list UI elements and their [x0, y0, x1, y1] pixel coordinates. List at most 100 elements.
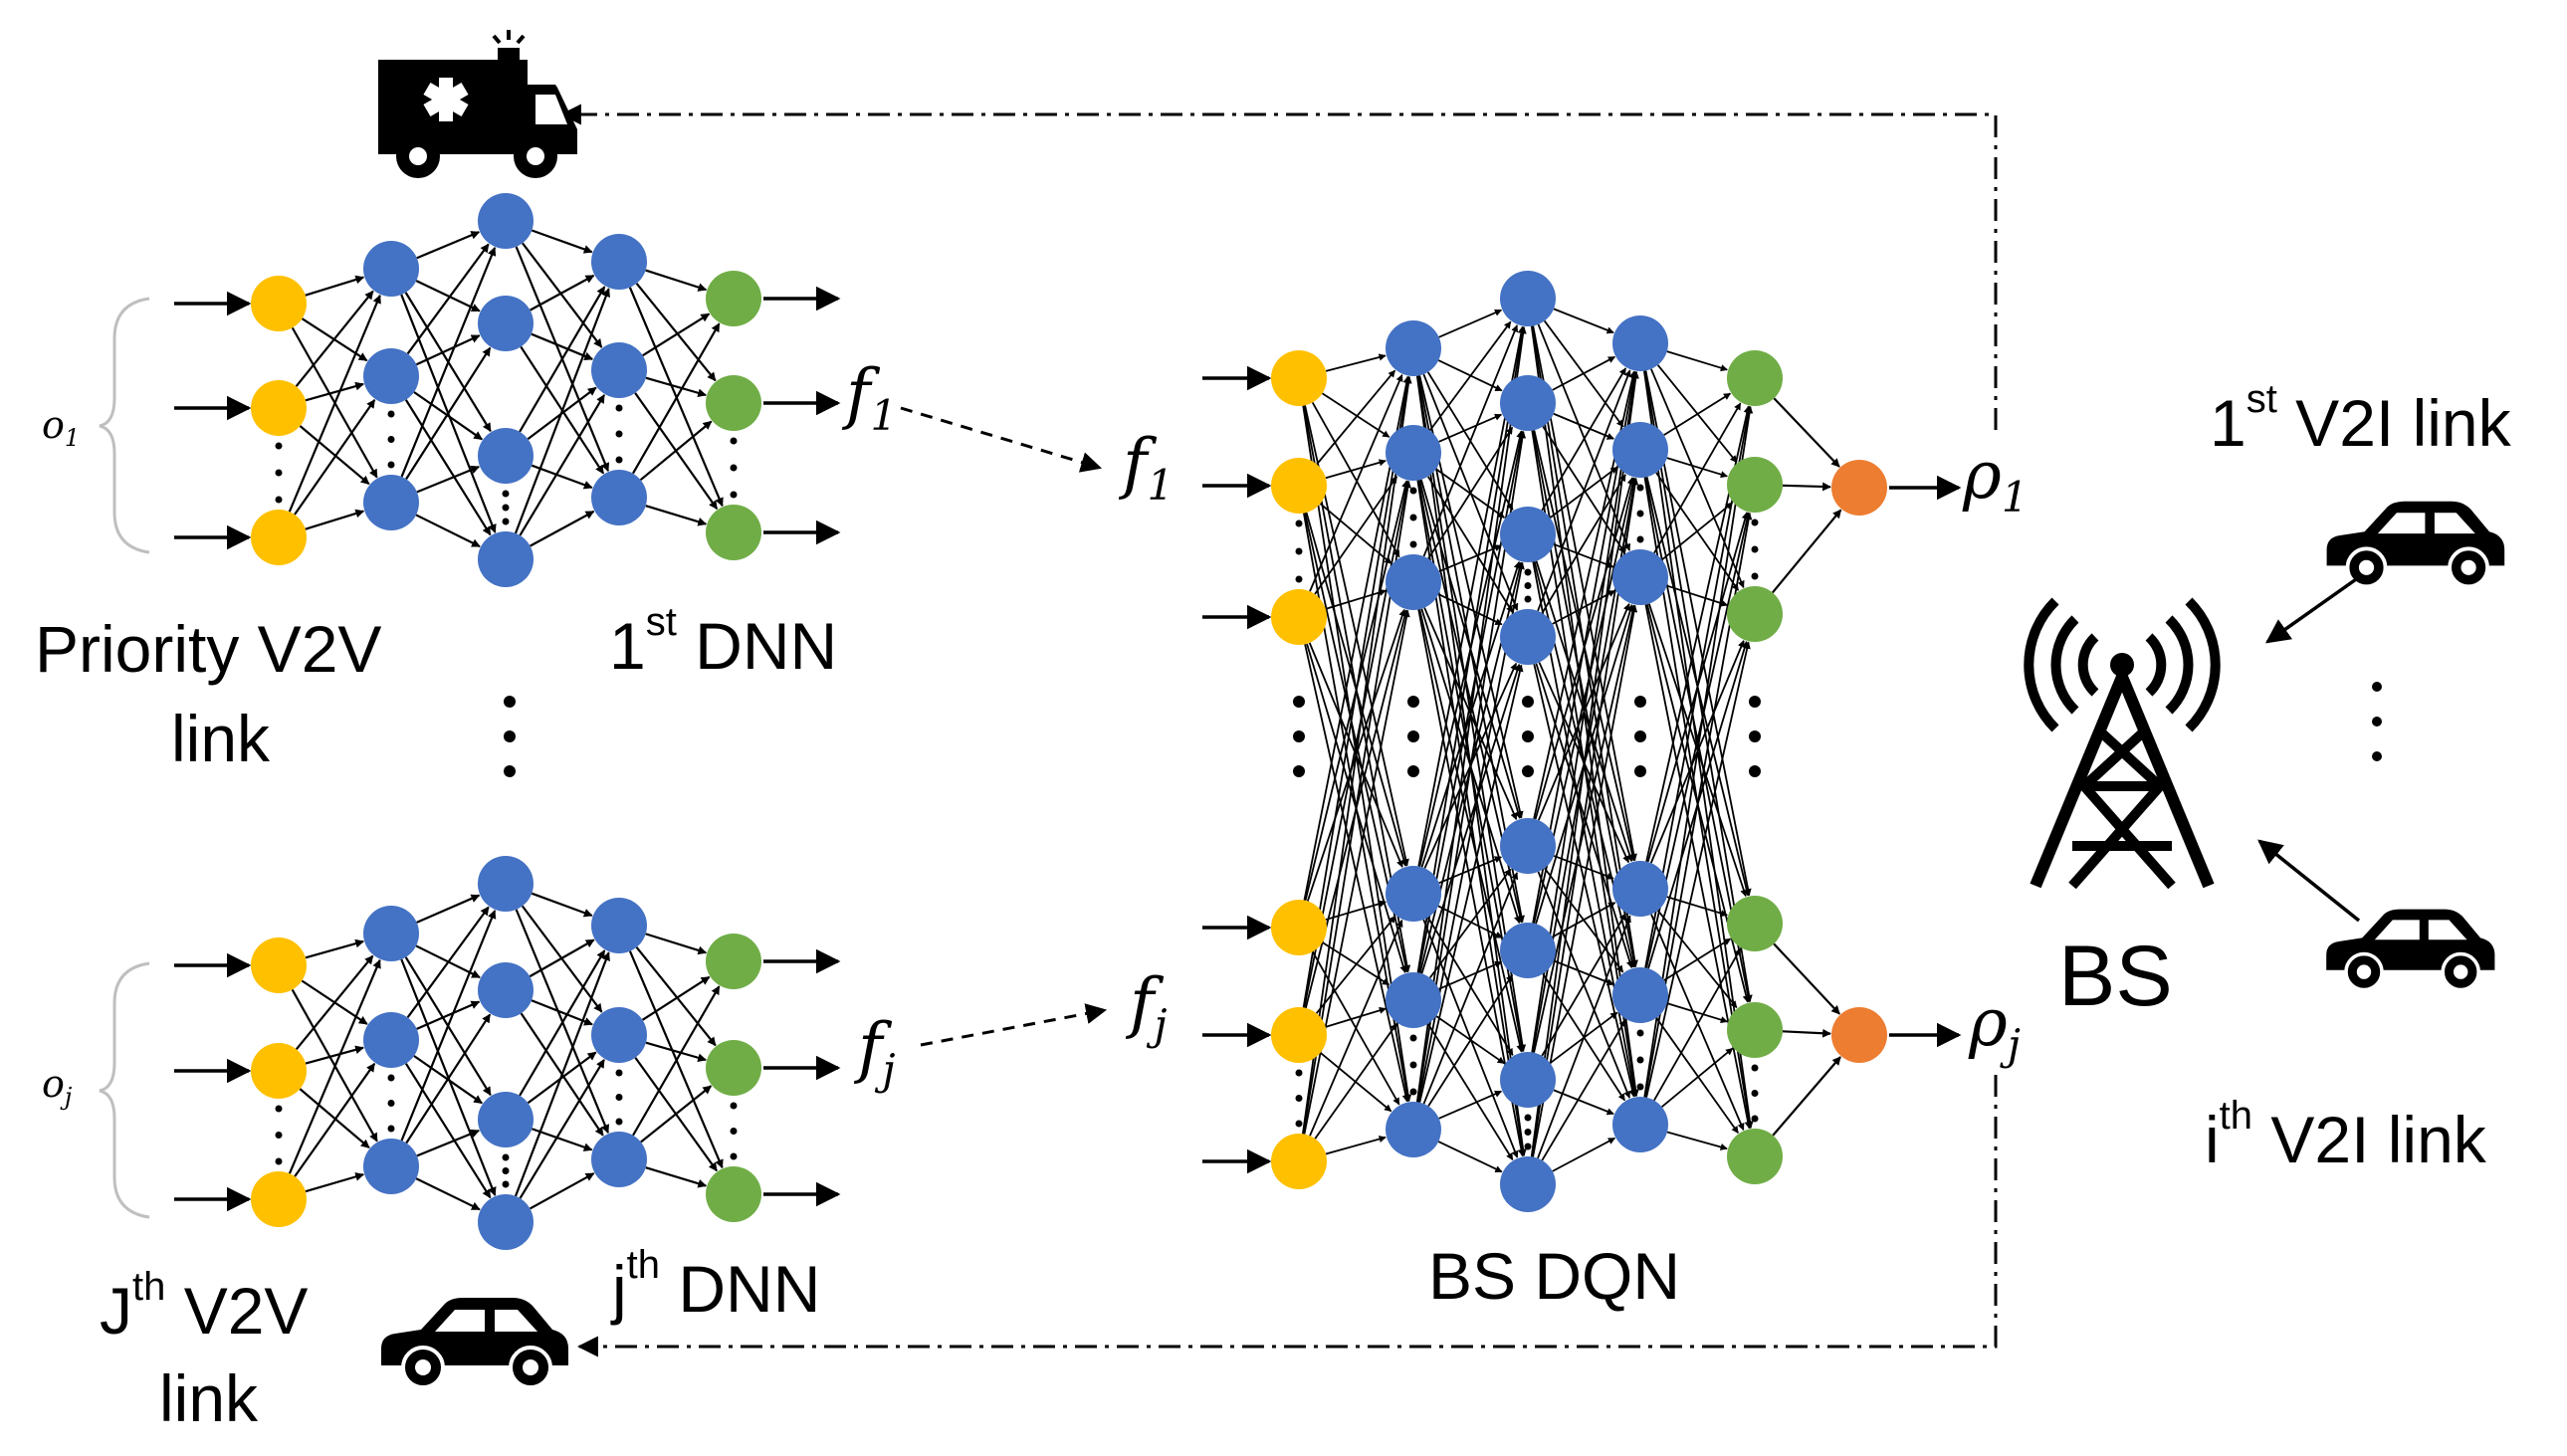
bs-dqn-layer-ellipsis	[1636, 484, 1644, 492]
bottom-dnn-edge	[288, 958, 381, 1174]
bs-dqn-layer-ellipsis	[1636, 1083, 1644, 1091]
top-dnn-node-layer1	[363, 348, 419, 404]
bs-dqn-edge	[1437, 1141, 1503, 1173]
bs-dqn-edge	[1309, 920, 1403, 1137]
feature-arrow-bottom	[920, 1003, 1108, 1047]
bs-dqn-layer-ellipsis	[1751, 519, 1759, 526]
bs-dqn-edge	[1537, 369, 1631, 612]
bs-dqn-layer-ellipsis	[1524, 595, 1532, 603]
top-dnn-edge	[416, 465, 480, 494]
bottom-dnn-group: oj Jth V2V link jth DNN fj	[42, 961, 895, 1435]
top-dnn-node-layer0	[251, 510, 307, 565]
bs-dqn-layer-ellipsis	[1295, 520, 1303, 527]
bs-dqn-node-layer0	[1271, 458, 1327, 514]
bs-dqn-edge	[1427, 973, 1514, 1107]
bs-dqn-node-layer4	[1727, 457, 1783, 513]
top-dnn-edge	[305, 381, 364, 402]
bottom-dnn-edge	[640, 1085, 713, 1144]
top-dnn-node-layer4	[706, 271, 761, 326]
network-edges	[174, 229, 1962, 1212]
bottom-dnn-node-layer4	[706, 1040, 761, 1096]
bs-dqn-edge	[1438, 856, 1502, 885]
bottom-dnn-edge	[415, 1177, 481, 1211]
bs-dqn-edge	[1422, 324, 1519, 557]
jth-v2v-link-label-line1: Jth V2V	[100, 1265, 308, 1348]
bottom-dnn-layer-ellipsis	[615, 1118, 623, 1126]
bs-dqn-node-layer2	[1500, 923, 1556, 978]
bs-dqn-node-layer1	[1386, 425, 1441, 481]
bs-dqn-edge	[1655, 1017, 1739, 1134]
observation-brace-top	[99, 297, 150, 554]
jth-dnn-label: jth DNN	[610, 1243, 820, 1326]
bs-dqn-edge	[1427, 1023, 1514, 1160]
bs-dqn-edge	[1437, 905, 1503, 938]
bottom-dnn-node-layer2	[478, 1194, 534, 1250]
bottom-dnn-edge	[531, 892, 593, 918]
bs-dqn-layer-ellipsis	[1751, 1090, 1759, 1097]
bs-dqn-edge	[1666, 896, 1728, 918]
bottom-dnn-layer-ellipsis	[502, 1180, 510, 1188]
top-dnn-edge	[632, 322, 721, 475]
top-dnn-edge	[404, 399, 492, 536]
bs-dqn-node-layer3	[1612, 549, 1668, 605]
ith-v2i-link-label: ith V2I link	[2205, 1094, 2487, 1176]
bs-dqn-edge	[1302, 376, 1412, 1135]
top-dnn-layer-ellipsis	[275, 442, 283, 450]
bs-dqn-node-layer2	[1500, 818, 1556, 874]
top-dnn-node-layer2	[478, 296, 534, 351]
bs-dqn-layer-ellipsis	[1524, 582, 1532, 589]
bs-dqn-layer-ellipsis	[1751, 572, 1759, 580]
bs-dqn-layer-ellipsis	[1636, 1056, 1644, 1064]
top-dnn-edge	[531, 229, 593, 254]
bs-dqn-node-layer4	[1727, 586, 1783, 642]
first-dnn-label: 1st DNN	[609, 600, 837, 683]
bs-dqn-edge	[1653, 947, 1742, 1102]
bottom-dnn-edge	[406, 906, 490, 1019]
bs-dqn-node-layer4	[1727, 896, 1783, 951]
bs-dqn-edge	[1438, 309, 1503, 338]
car-icon-ith-v2i	[2324, 907, 2497, 992]
bs-dqn-layer-ellipsis	[1409, 487, 1417, 495]
bs-dqn-edge	[1325, 1006, 1387, 1028]
top-dnn-node-layer1	[363, 475, 419, 530]
bottom-dnn-edge	[529, 938, 595, 978]
bottom-dnn-edge	[635, 946, 717, 1047]
bottom-dnn-edge	[400, 910, 497, 1142]
feature-f1-out: f1	[841, 355, 897, 440]
bs-dqn-node-layer1	[1386, 554, 1441, 610]
car-icon-jth-v2v	[379, 1296, 570, 1389]
bs-dqn-layer-ellipsis	[1636, 510, 1644, 518]
bottom-dnn-node-layer3	[591, 1132, 647, 1187]
bs-dqn-group: f1 fj ρ1 ρj BS DQN	[1118, 425, 2029, 1313]
v2i-ellipsis	[2372, 682, 2382, 761]
bs-dqn-layer-ellipsis	[1751, 1064, 1759, 1072]
bs-dqn-node-layer2	[1500, 609, 1556, 665]
bottom-dnn-node-layer0	[251, 937, 307, 993]
bottom-dnn-node-layer3	[591, 898, 647, 953]
bs-dqn-edge	[1541, 367, 1627, 512]
bs-dqn-gap-ellipsis	[1749, 696, 1761, 708]
feedback-loop-top	[559, 104, 1998, 430]
bs-dqn-edge	[1666, 584, 1729, 607]
bottom-dnn-node-layer2	[478, 856, 534, 912]
bs-dqn-node-layer3	[1612, 1097, 1668, 1152]
bs-dqn-node-layer2	[1500, 1052, 1556, 1108]
observation-oj: oj	[42, 1062, 73, 1111]
bs-dqn-node-layer1	[1386, 1102, 1441, 1157]
bs-dqn-edge	[1653, 402, 1742, 554]
bs-dqn-edge	[1666, 457, 1728, 479]
top-dnn-layer-ellipsis	[730, 437, 738, 445]
bottom-dnn-edge	[295, 954, 374, 1051]
bs-dqn-edge	[1541, 1019, 1626, 1161]
bs-dqn-layer-ellipsis	[1524, 1143, 1532, 1150]
bottom-dnn-layer-ellipsis	[502, 1153, 510, 1161]
bs-dqn-layer-ellipsis	[1751, 1115, 1759, 1123]
bs-dqn-node-layer3	[1612, 422, 1668, 478]
bs-dqn-edge	[1325, 459, 1387, 480]
bs-dqn-edge	[1315, 915, 1396, 1014]
top-dnn-edge	[645, 505, 708, 526]
bottom-dnn-edge	[404, 1063, 492, 1199]
bottom-dnn-edge	[405, 1013, 492, 1144]
bottom-dnn-node-layer1	[363, 1012, 419, 1068]
bs-dqn-gap-ellipsis	[1407, 730, 1419, 742]
